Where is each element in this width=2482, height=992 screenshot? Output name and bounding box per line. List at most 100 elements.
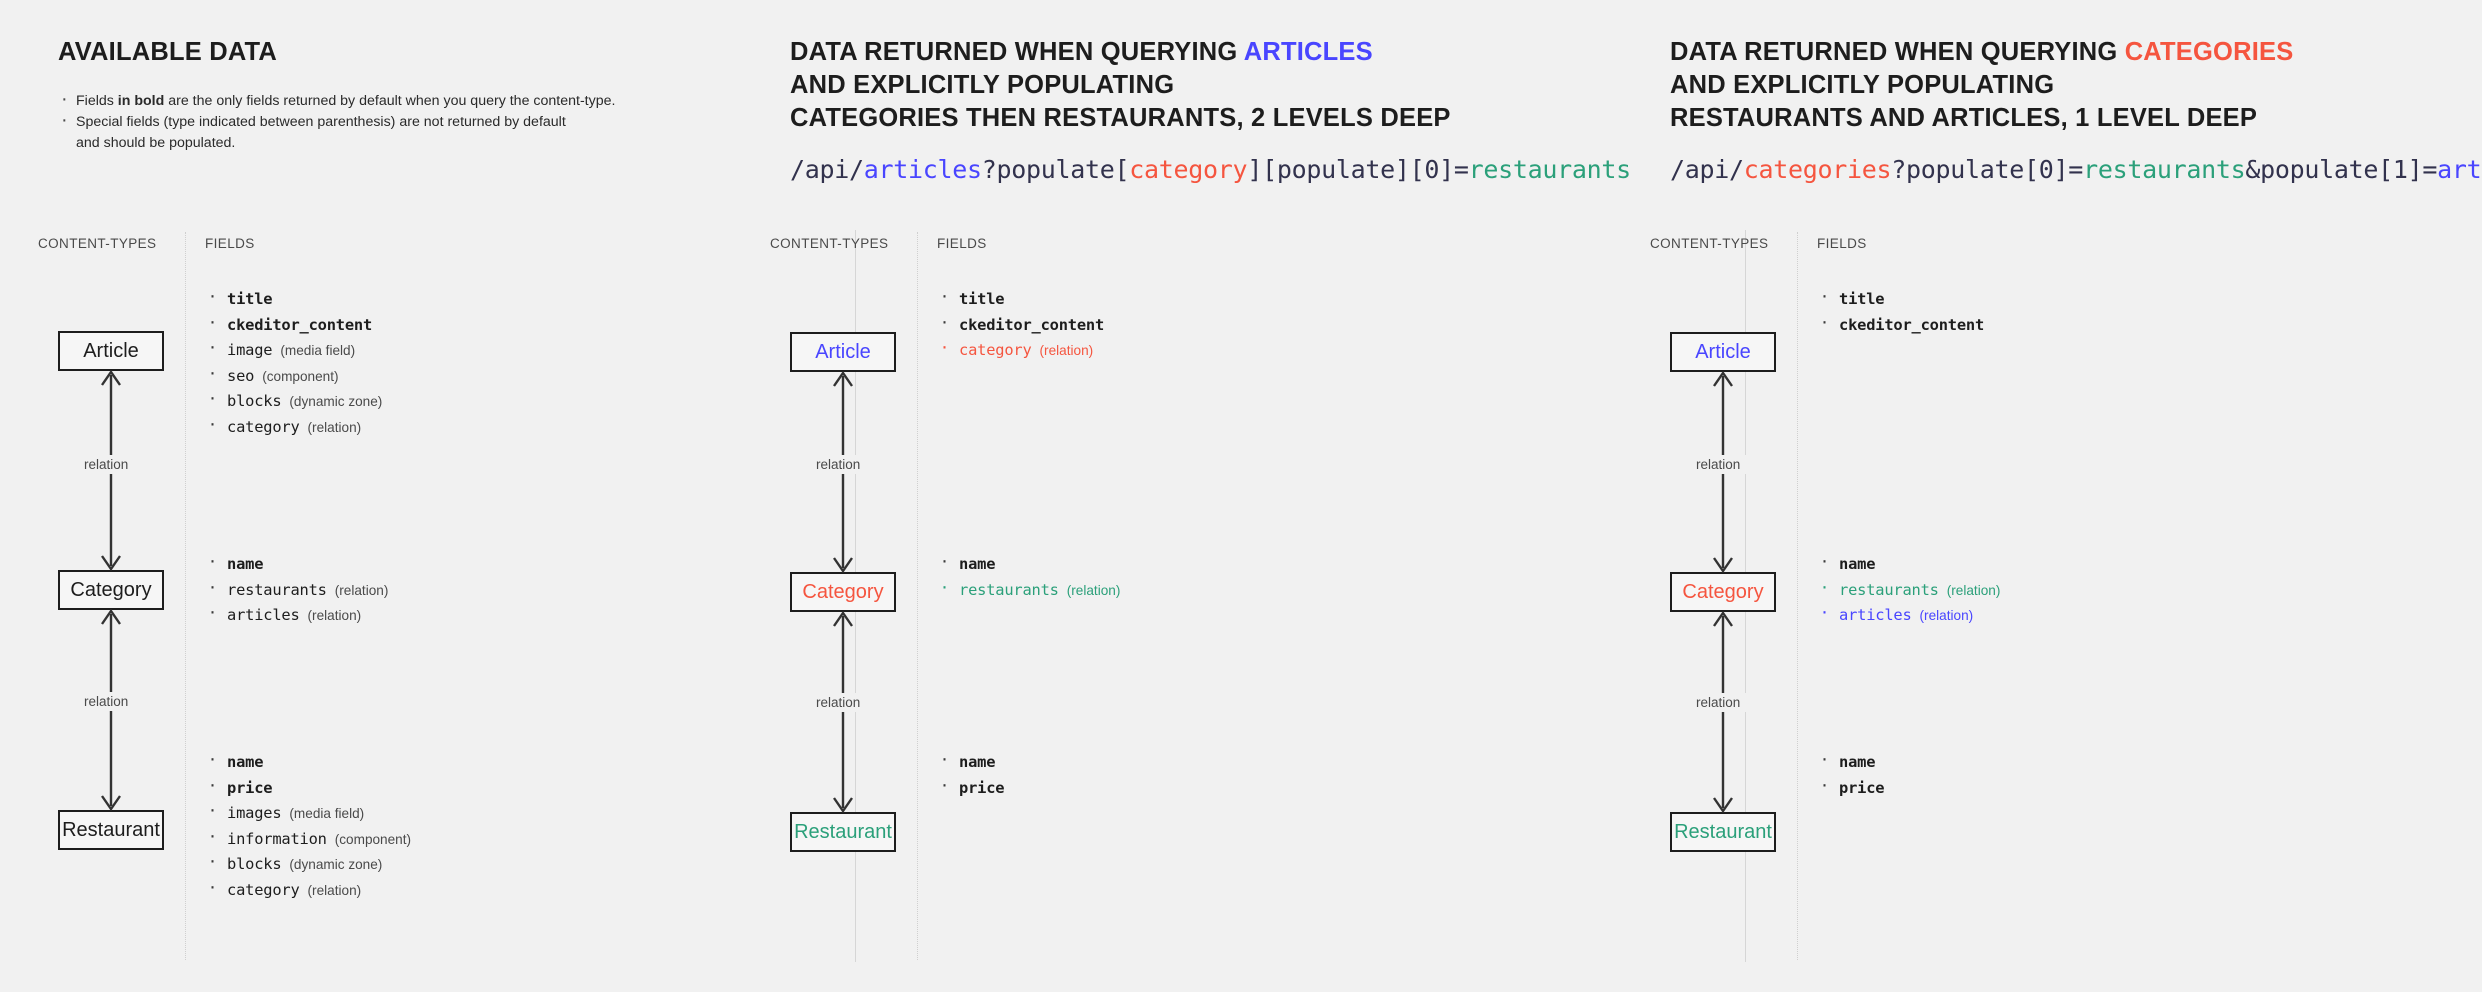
api-seg-4: &populate[1]=: [2245, 155, 2438, 184]
node-category-label: Category: [802, 580, 884, 603]
column-divider-dotted: [917, 232, 918, 960]
api-seg-1: categories: [1743, 155, 1892, 184]
intro-note-3-text: and should be populated.: [76, 135, 236, 151]
field-item: title: [205, 283, 382, 313]
relation-label-2: relation: [1690, 693, 1747, 712]
heading-line-2: AND EXPLICITLY POPULATING: [1670, 71, 2055, 99]
fieldgroup-restaurant: name price images (media field) information(…: [205, 746, 411, 904]
node-restaurant-label: Restaurant: [794, 820, 892, 843]
heading-line-3: CATEGORIES THEN RESTAURANTS, 2 LEVELS DE…: [790, 104, 1451, 132]
field-name: name: [227, 753, 264, 771]
field-name: restaurants: [1839, 580, 1939, 599]
field-item: price: [205, 772, 411, 802]
label-fields: FIELDS: [937, 236, 987, 251]
field-name: name: [959, 753, 996, 771]
intro-note-2-text: Special fields (type indicated between p…: [76, 114, 566, 130]
api-seg-0: /api/: [1670, 155, 1744, 184]
node-restaurant-label: Restaurant: [1674, 820, 1772, 843]
field-name: articles: [227, 606, 300, 624]
heading-accent-articles: ARTICLES: [1243, 38, 1373, 66]
fieldgroup-restaurant: name price: [937, 746, 1005, 801]
field-list: name price: [1817, 746, 1885, 802]
column-divider-dotted: [1797, 232, 1798, 960]
node-article-label: Article: [83, 339, 139, 362]
fieldgroup-category: namerestaurants(relation)articles(relati…: [205, 548, 389, 629]
field-name: name: [1839, 753, 1876, 771]
field-item: ckeditor_content: [205, 309, 382, 339]
field-list: namerestaurants(relation)articles(relati…: [205, 548, 389, 629]
field-name: images: [227, 804, 282, 822]
field-type: (relation): [307, 419, 362, 435]
column-divider-dotted: [185, 232, 186, 960]
fieldgroup-article: titleckeditor_content: [1817, 283, 1984, 338]
field-item: price: [1817, 772, 1885, 802]
field-name: price: [227, 778, 273, 797]
api-seg-3: restaurants: [2083, 155, 2246, 184]
fieldgroup-article: titleckeditor_contentimage(media field)s…: [205, 283, 382, 440]
api-seg-2: ?populate[0]=: [1891, 155, 2084, 184]
field-name: title: [959, 290, 1005, 308]
node-restaurant[interactable]: Restaurant: [1670, 812, 1776, 852]
field-name: name: [1839, 555, 1876, 573]
intro-bold-fragment: in bold: [117, 93, 165, 109]
intro-note-1-text: Fields in bold are the only fields retur…: [76, 93, 616, 109]
heading-line-2: AND EXPLICITLY POPULATING: [790, 71, 1175, 99]
arrow-category-restaurant: [1713, 610, 1733, 814]
field-list: namerestaurants(relation): [937, 548, 1120, 604]
field-item: name: [1817, 746, 1884, 776]
panel-2-heading: DATA RETURNED WHEN QUERYING ARTICLES AND…: [790, 36, 1612, 135]
api-endpoint[interactable]: /api/categories?populate[0]=restaurants&…: [1670, 155, 2482, 184]
node-restaurant[interactable]: Restaurant: [790, 812, 896, 852]
field-name: articles: [1839, 606, 1912, 624]
field-name: ckeditor_content: [227, 315, 373, 334]
node-article-label: Article: [1695, 340, 1751, 363]
field-name: image: [227, 341, 273, 359]
field-list: name price: [937, 746, 1005, 801]
field-type: (relation): [1946, 582, 2001, 598]
fieldgroup-category: namerestaurants(relation): [937, 548, 1120, 604]
intro-notes: Fields in bold are the only fields retur…: [58, 89, 722, 154]
node-article[interactable]: Article: [58, 331, 164, 371]
field-name: name: [959, 555, 996, 573]
field-name: category: [959, 341, 1032, 359]
api-seg-5: restaurants: [1468, 155, 1632, 184]
label-content-types: CONTENT-TYPES: [38, 236, 157, 251]
node-category[interactable]: Category: [1670, 572, 1776, 612]
intro-note-3: and should be populated.: [58, 133, 722, 154]
field-name: price: [1839, 778, 1885, 797]
field-list: titleckeditor_contentcategory(relation): [937, 283, 1104, 364]
node-article[interactable]: Article: [1670, 332, 1776, 372]
node-category[interactable]: Category: [58, 570, 164, 610]
field-item: restaurants(relation): [937, 574, 1120, 604]
field-type: (component): [262, 368, 339, 384]
node-category[interactable]: Category: [790, 572, 896, 612]
intro-note-2: Special fields (type indicated between p…: [58, 110, 722, 133]
api-seg-0: /api/: [790, 155, 864, 184]
api-endpoint[interactable]: /api/articles?populate[category][populat…: [790, 155, 1631, 184]
fieldgroup-article: titleckeditor_contentcategory(relation): [937, 283, 1104, 364]
panel-query-articles: DATA RETURNED WHEN QUERYING ARTICLES AND…: [722, 0, 1631, 992]
field-item: restaurants (relation): [205, 574, 389, 604]
field-list: titleckeditor_content: [1817, 283, 1984, 338]
field-type: (media field): [280, 343, 356, 358]
field-name: title: [1839, 290, 1885, 308]
relation-label-1: relation: [78, 455, 135, 474]
node-article[interactable]: Article: [790, 332, 896, 372]
label-fields: FIELDS: [1817, 236, 1867, 251]
field-type: (dynamic zone): [289, 857, 383, 872]
relation-label-2: relation: [810, 693, 867, 712]
field-type: (relation): [334, 582, 389, 598]
field-name: restaurants: [959, 580, 1059, 599]
field-item: image (media field): [205, 334, 382, 364]
node-category-label: Category: [1682, 580, 1764, 603]
field-name: price: [959, 778, 1005, 797]
relation-label-1: relation: [1690, 455, 1747, 474]
node-restaurant[interactable]: Restaurant: [58, 810, 164, 850]
field-name: blocks: [227, 855, 282, 873]
field-type: (media field): [289, 806, 365, 821]
field-item: information(component): [205, 823, 411, 853]
field-name: restaurants: [227, 580, 327, 599]
intro-note-1: Fields in bold are the only fields retur…: [58, 89, 722, 112]
field-item: category(relation): [205, 874, 411, 904]
